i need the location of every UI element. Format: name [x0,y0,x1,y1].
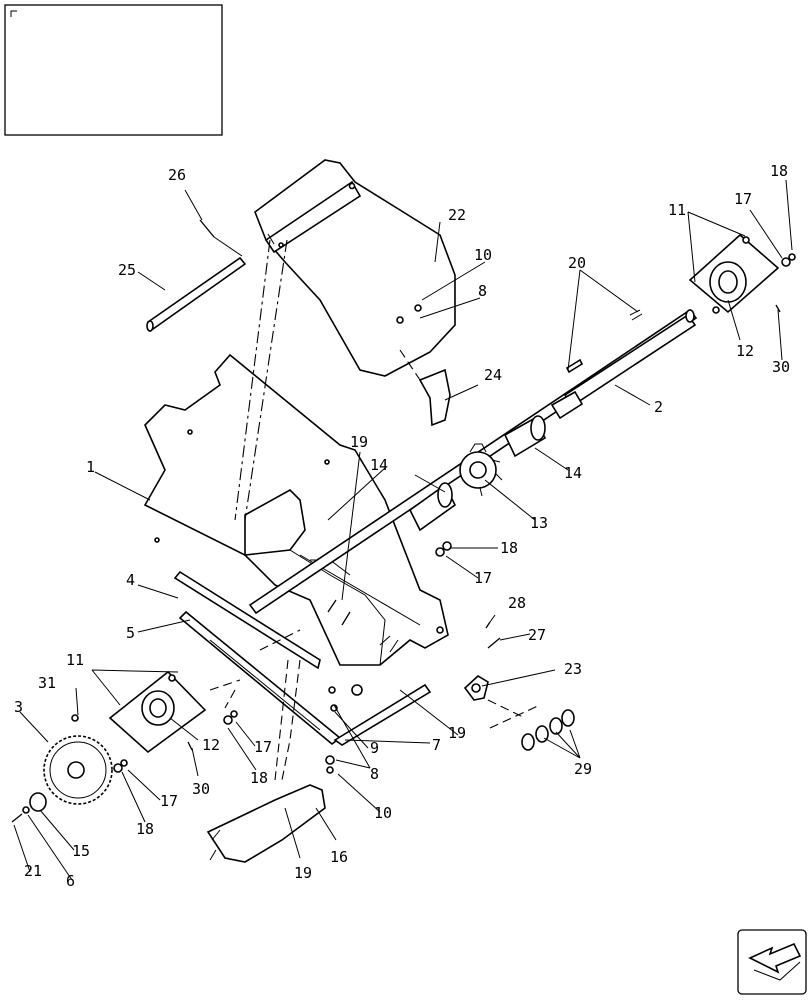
rod-part-25 [146,256,247,332]
callout-15: 15 [72,842,90,860]
alignment-lines [209,239,541,781]
callout-27: 27 [528,626,546,644]
callout-19-a: 19 [350,433,368,451]
callout-8-a: 8 [478,282,487,300]
strap-part-4 [173,570,321,670]
callout-21: 21 [24,862,42,880]
callout-23: 23 [564,660,582,678]
callout-14-a: 14 [370,456,388,474]
callout-11-a: 11 [668,201,686,219]
callout-22: 22 [448,206,466,224]
callout-18-c: 18 [250,769,268,787]
callout-3: 3 [14,698,23,716]
callout-19-c: 19 [294,864,312,882]
hardware-parts-17-18-middle [435,541,452,557]
callout-2: 2 [654,398,663,416]
callout-5: 5 [126,624,135,642]
previous-page-arrow-icon[interactable] [737,929,807,995]
callout-29: 29 [574,760,592,778]
callout-17-d: 17 [160,792,178,810]
callout-30-a: 30 [772,358,790,376]
callout-31: 31 [38,674,56,692]
callout-18-d: 18 [136,820,154,838]
callout-9: 9 [370,739,379,757]
callout-labels: 1 2 3 4 5 6 7 8 8 8 9 10 10 11 11 12 12 … [14,162,790,890]
callout-18-b: 18 [500,539,518,557]
upper-shield-part-22 [254,159,456,377]
bolt-part-27 [487,637,501,649]
callout-12-a: 12 [736,342,754,360]
callout-17-c: 17 [254,738,272,756]
hub-washer-bolt-parts-15-6-21 [11,792,47,823]
hardware-parts-17-18-30-left [113,710,238,773]
pin-part-28 [485,621,491,629]
bearing-part-12-left [141,690,175,726]
callout-4: 4 [126,571,135,589]
title-box [4,4,223,136]
callout-26: 26 [168,166,186,184]
callout-24: 24 [484,366,502,384]
key-part-20 [550,309,643,420]
callout-17-b: 17 [474,569,492,587]
strap-part-7 [333,683,432,746]
callout-8-b: 8 [370,765,379,783]
callout-17-a: 17 [734,190,752,208]
callout-14-b: 14 [564,464,582,482]
callout-13: 13 [530,514,548,532]
callout-20: 20 [568,254,586,272]
sprocket-part-13 [459,443,503,497]
pin-part-26 [199,219,243,257]
callout-11-b: 11 [66,651,84,669]
callout-10-b: 10 [374,804,392,822]
callout-12-b: 12 [202,736,220,754]
main-frame-part-1 [143,353,449,696]
bearing-part-12-right [709,261,747,303]
callout-10-a: 10 [474,246,492,264]
callout-16: 16 [330,848,348,866]
callout-25: 25 [118,261,136,279]
washers-part-29 [521,709,575,751]
callout-19-b: 19 [448,724,466,742]
bracket-part-24 [418,368,451,427]
hardware-parts-17-18-30-right [775,253,796,313]
nut-part-31 [71,714,79,722]
sleeve-part-14-right [503,415,547,458]
callout-1: 1 [86,458,95,476]
callout-18-a: 18 [770,162,788,180]
callout-28: 28 [508,594,526,612]
callout-30-b: 30 [192,780,210,798]
sprocket-part-3 [43,735,113,805]
sleeve-part-14-left [408,482,457,532]
bolts-part-19 [327,599,399,653]
callout-7: 7 [432,736,441,754]
lower-shield-part-16 [206,784,326,863]
callout-6: 6 [66,872,75,890]
latch-part-23 [463,675,489,701]
leader-lines [13,179,793,881]
